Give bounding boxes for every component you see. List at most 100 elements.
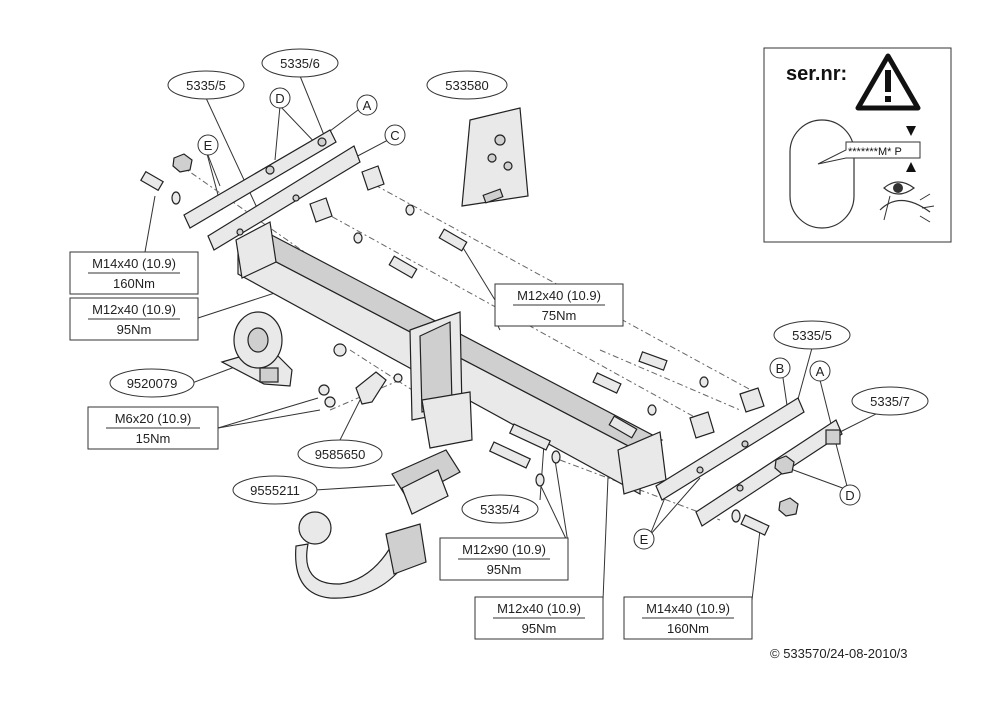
right-bottom-plate — [695, 419, 843, 527]
spec-box-m12-left: M12x40 (10.9) 95Nm — [69, 297, 199, 341]
tow-ball-drawing — [295, 449, 461, 599]
washer — [551, 450, 561, 464]
bolt-hole — [265, 165, 275, 175]
svg-text:M12x40 (10.9): M12x40 (10.9) — [497, 601, 581, 616]
part-label-5335-6: 5335/6 — [261, 48, 339, 78]
left-top-plate — [183, 129, 337, 229]
washer — [324, 396, 336, 408]
nut — [778, 497, 799, 517]
bolt — [608, 415, 638, 439]
svg-text:A: A — [816, 364, 825, 379]
bolt-hole — [696, 466, 704, 474]
arrow-down-icon — [906, 126, 916, 136]
bolt — [140, 170, 164, 192]
svg-text:9520079: 9520079 — [127, 376, 178, 391]
right-top-plate — [655, 397, 805, 501]
svg-text:B: B — [776, 361, 785, 376]
svg-text:C: C — [390, 128, 399, 143]
svg-text:M14x40 (10.9): M14x40 (10.9) — [92, 256, 176, 271]
svg-text:D: D — [845, 488, 854, 503]
washer — [647, 404, 657, 416]
part-label-9585650: 9585650 — [297, 439, 383, 469]
svg-text:5335/5: 5335/5 — [186, 78, 226, 93]
svg-text:M14x40 (10.9): M14x40 (10.9) — [646, 601, 730, 616]
eye-icon — [879, 181, 935, 223]
warning-icon — [855, 53, 921, 111]
letter-d-left: D — [269, 87, 291, 109]
bolt-hole — [317, 137, 327, 147]
square-plate-nut — [361, 165, 385, 191]
socket-holder-drawing — [355, 371, 387, 405]
svg-text:5335/7: 5335/7 — [870, 394, 910, 409]
letter-b-right: B — [769, 357, 791, 379]
square-plate-nut — [309, 197, 333, 223]
spec-box-m14-left: M14x40 (10.9) 160Nm — [69, 251, 199, 295]
serial-number-box: ser.nr: *******M* P — [763, 47, 952, 243]
washer — [535, 473, 545, 487]
part-label-5335-7: 5335/7 — [851, 386, 929, 416]
bolt — [488, 441, 532, 469]
nut — [825, 429, 841, 445]
part-label-533580: 533580 — [426, 70, 508, 100]
svg-text:ser.nr:: ser.nr: — [786, 63, 847, 85]
serial-code: *******M* P — [848, 146, 902, 158]
crossbar — [235, 221, 667, 496]
letter-e-left: E — [197, 134, 219, 156]
part-label-5335-5-left: 5335/5 — [167, 70, 245, 100]
svg-text:9555211: 9555211 — [250, 483, 300, 498]
nut — [318, 384, 330, 396]
bolt — [740, 514, 770, 536]
bolt — [438, 228, 468, 252]
nut — [774, 455, 795, 475]
letter-a-right: A — [809, 360, 831, 382]
svg-text:M12x40 (10.9): M12x40 (10.9) — [92, 302, 176, 317]
svg-text:160Nm: 160Nm — [113, 276, 155, 291]
svg-text:160Nm: 160Nm — [667, 621, 709, 636]
letter-e-right: E — [633, 528, 655, 550]
svg-text:95Nm: 95Nm — [487, 562, 522, 577]
serial-plate-outline — [789, 119, 855, 229]
letter-c-left: C — [384, 124, 406, 146]
svg-text:5335/6: 5335/6 — [280, 56, 320, 71]
bolt — [592, 372, 622, 394]
spec-box-m6: M6x20 (10.9) 15Nm — [87, 406, 219, 450]
bolt-hole — [236, 228, 244, 236]
svg-text:M6x20 (10.9): M6x20 (10.9) — [115, 411, 192, 426]
bolt-hole — [741, 440, 749, 448]
nut — [172, 153, 193, 173]
square-plate-nut — [689, 411, 715, 439]
bolt — [508, 423, 552, 451]
washer — [353, 232, 363, 244]
nut — [393, 373, 403, 383]
sticker-drawing — [461, 107, 529, 207]
svg-text:E: E — [640, 532, 649, 547]
nut — [333, 343, 347, 357]
bolt — [638, 351, 668, 371]
letter-d-right: D — [839, 484, 861, 506]
washer — [405, 204, 415, 216]
spec-box-m14-right: M14x40 (10.9) 160Nm — [623, 596, 753, 640]
svg-text:95Nm: 95Nm — [117, 322, 152, 337]
svg-text:95Nm: 95Nm — [522, 621, 557, 636]
part-label-9555211: 9555211 — [232, 475, 318, 505]
svg-text:E: E — [204, 138, 213, 153]
part-label-9520079: 9520079 — [109, 368, 195, 398]
part-label-5335-5-right: 5335/5 — [773, 320, 851, 350]
washer — [699, 376, 709, 388]
spec-box-m12-top: M12x40 (10.9) 75Nm — [494, 283, 624, 327]
bolt-hole — [292, 194, 300, 202]
svg-text:75Nm: 75Nm — [542, 308, 577, 323]
svg-text:M12x90 (10.9): M12x90 (10.9) — [462, 542, 546, 557]
svg-text:533580: 533580 — [445, 78, 488, 93]
part-label-5335-4: 5335/4 — [461, 494, 539, 524]
washer — [731, 509, 741, 523]
svg-text:5335/5: 5335/5 — [792, 328, 832, 343]
bolt — [388, 255, 418, 279]
square-plate-nut — [739, 387, 765, 413]
svg-text:D: D — [275, 91, 284, 106]
svg-text:15Nm: 15Nm — [136, 431, 171, 446]
svg-text:9585650: 9585650 — [315, 447, 366, 462]
socket-bracket-drawing — [220, 311, 293, 387]
spec-box-m12x90: M12x90 (10.9) 95Nm — [439, 537, 569, 581]
